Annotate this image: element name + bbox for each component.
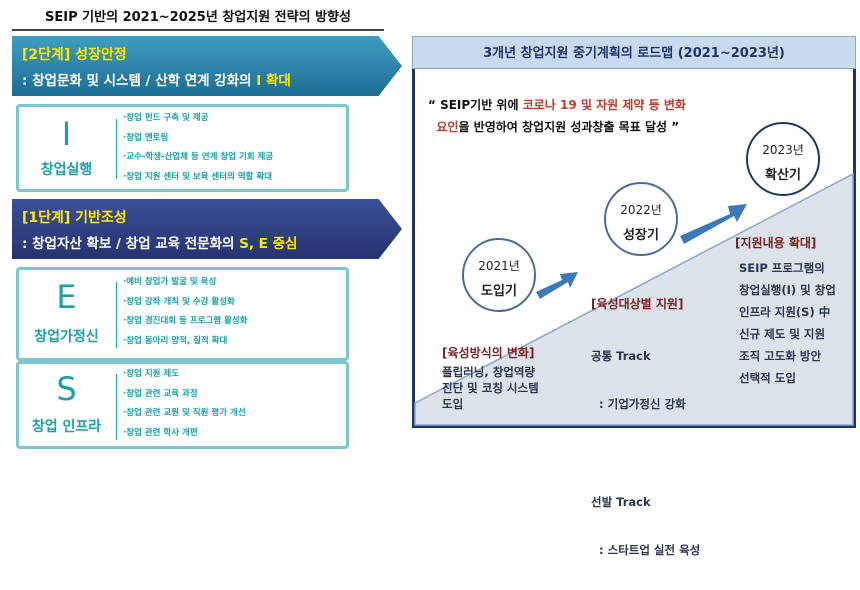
block-line: 신규 제도 및 지원 — [739, 327, 826, 341]
block-target: [육성대상별 지원] 공통 Track : 기업가정신 강화 선발 Track … — [591, 295, 700, 590]
phase-year: 2022년 — [620, 203, 662, 217]
block-method: [육성방식의 변화] 플립러닝, 창업역량 진단 및 코칭 시스템 도입 — [442, 344, 539, 412]
block-line: : 스타트업 실전 육성 — [591, 543, 701, 557]
stage1-highlight: S, E 중심 — [239, 236, 298, 252]
list-item: ·창업 멘토링 — [123, 132, 169, 143]
list-item: ·교수-학생-산업체 등 연계 창업 기회 제공 — [123, 152, 274, 162]
block-line: 플립러닝, 창업역량 — [442, 365, 536, 379]
quote-highlight: 코로나 19 및 자원 제약 등 변화 — [522, 98, 686, 112]
block-line: 선발 Track — [591, 495, 651, 509]
list-item: ·창업 펀드 구축 및 제공 — [123, 113, 209, 123]
box-i: I 창업실행 ·창업 펀드 구축 및 제공 ·창업 멘토링 ·교수-학생-산업체… — [16, 104, 349, 192]
list-item: ·창업 관련 교육 과정 — [123, 388, 198, 399]
quote-text: 을 반영하여 창업지원 성과창출 목표 달성 ” — [458, 120, 680, 134]
box-name: 창업 인프라 — [31, 419, 102, 435]
block-line: 도입 — [442, 397, 464, 411]
block-line: 인프라 지원(S) 中 — [739, 305, 831, 319]
box-name: 창업실행 — [40, 162, 93, 178]
stage1-banner: [1단계] 기반조성 : 창업자산 확보 / 창업 교육 전문화의 S, E 중… — [12, 199, 402, 259]
stage2-desc: : 창업문화 및 시스템 / 산학 연계 강화의 — [22, 73, 257, 89]
block-content: [지원내용 확대] SEIP 프로그램의 창업실행(I) 및 창업 인프라 지원… — [735, 234, 836, 389]
stage2-banner: [2단계] 성장안정 : 창업문화 및 시스템 / 산학 연계 강화의 I 확대 — [12, 36, 402, 96]
block-heading: [지원내용 확대] — [735, 236, 817, 250]
block-line: : 기업가정신 강화 — [591, 397, 686, 411]
growth-slope — [414, 172, 854, 426]
divider — [116, 374, 117, 440]
list-item: ·창업 지원 제도 — [123, 369, 180, 379]
list-item: ·창업 경진대회 등 프로그램 활성화 — [123, 316, 248, 326]
title-underline — [12, 29, 384, 31]
list-item: ·예비 창업가 발굴 및 육성 — [123, 277, 217, 287]
phase-2023: 2023년 확산기 — [746, 122, 820, 196]
phase-2021: 2021년 도입기 — [462, 238, 536, 312]
list-item: ·창업 강좌 개최 및 수강 활성화 — [123, 296, 235, 307]
box-letter: I — [61, 115, 72, 153]
divider — [116, 119, 117, 179]
phase-year: 2023년 — [762, 143, 804, 157]
stage2-highlight: I 확대 — [256, 73, 291, 89]
phase-year: 2021년 — [478, 259, 520, 273]
box-e: E 창업가정신 ·예비 창업가 발굴 및 육성 ·창업 강좌 개최 및 수강 활… — [16, 267, 349, 361]
roadmap-header: 3개년 창업지원 중기계획의 로드맵 (2021~2023년) — [412, 36, 856, 69]
divider — [116, 282, 117, 348]
block-line: 공통 Track — [591, 349, 651, 363]
block-line: 조직 고도화 방안 — [739, 349, 822, 363]
quote-highlight: 요인 — [436, 120, 459, 134]
box-name: 창업가정신 — [34, 329, 99, 345]
stage1-desc: : 창업자산 확보 / 창업 교육 전문화의 — [22, 236, 240, 252]
list-item: ·창업 지원 센터 및 보육 센터의 역할 확대 — [123, 171, 273, 182]
box-s: S 창업 인프라 ·창업 지원 제도 ·창업 관련 교육 과정 ·창업 관련 교… — [16, 361, 349, 449]
page-title: SEIP 기반의 2021~2025년 창업지원 전략의 방향성 — [45, 10, 351, 25]
list-item: ·창업 관련 교원 및 직원 평가 개선 — [123, 408, 246, 418]
stage1-label: [1단계] 기반조성 — [22, 210, 127, 226]
box-letter: E — [56, 278, 77, 316]
block-line: SEIP 프로그램의 — [739, 261, 825, 275]
box-letter: S — [56, 370, 77, 408]
block-line — [591, 444, 700, 462]
stage2-label: [2단계] 성장안정 — [22, 47, 127, 63]
phase-name: 성장기 — [623, 228, 659, 243]
arrow-icon — [536, 272, 578, 299]
block-line: 창업실행(I) 및 창업 — [739, 283, 836, 297]
arrow-icon — [680, 204, 747, 244]
block-heading: [육성방식의 변화] — [442, 346, 535, 360]
phase-name: 도입기 — [481, 284, 517, 299]
phase-name: 확산기 — [765, 168, 801, 183]
roadmap-graphics — [414, 172, 854, 426]
block-line: 진단 및 코칭 시스템 — [442, 381, 539, 395]
list-item: ·창업 관련 학사 개편 — [123, 427, 198, 438]
quote-text: “ SEIP기반 위에 — [428, 98, 523, 112]
phase-2022: 2022년 성장기 — [604, 182, 678, 256]
list-item: ·창업 동아리 양적, 질적 확대 — [123, 335, 228, 346]
block-heading: [육성대상별 지원] — [591, 297, 684, 311]
roadmap-quote: “ SEIP기반 위에 코로나 19 및 자원 제약 등 변화 요인을 반영하여… — [428, 94, 686, 138]
block-line: 선택적 도입 — [739, 371, 796, 385]
